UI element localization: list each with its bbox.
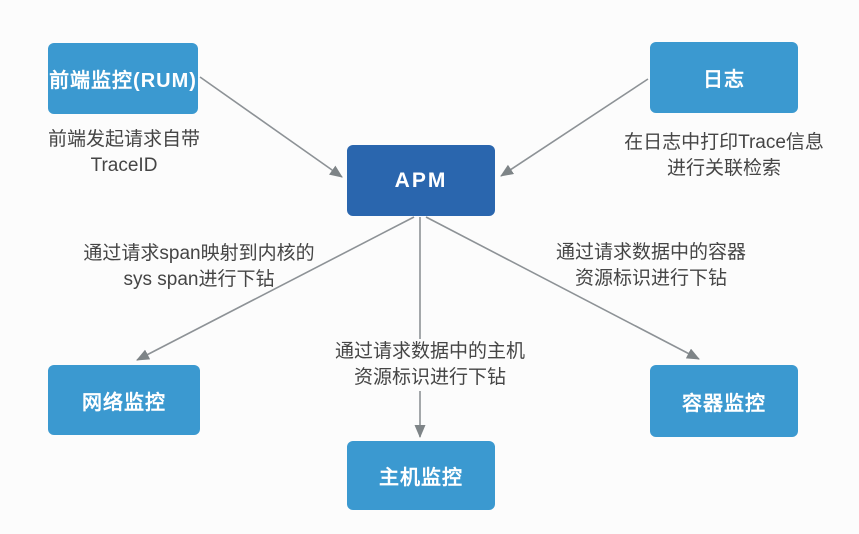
node-container-monitor-label: 容器监控	[682, 392, 766, 415]
arrow-log-to-apm	[500, 78, 649, 177]
node-log-label: 日志	[703, 69, 745, 91]
note-rum-traceid: 前端发起请求自带 TraceID	[14, 127, 234, 179]
node-host-monitor-label: 主机监控	[379, 467, 463, 489]
note-container-drilldown: 通过请求数据中的容器 资源标识进行下钻	[526, 240, 776, 292]
note-log-trace-line1: 在日志中打印Trace信息	[624, 132, 824, 153]
arrow-apm-to-container	[425, 216, 700, 360]
note-container-drilldown-line2: 资源标识进行下钻	[574, 268, 727, 289]
note-host-drilldown: 通过请求数据中的主机 资源标识进行下钻	[320, 339, 540, 391]
note-host-drilldown-line2: 资源标识进行下钻	[353, 367, 506, 388]
note-host-drilldown-line1: 通过请求数据中的主机	[334, 341, 525, 362]
node-frontend-rum-label: 前端监控(RUM)	[49, 70, 197, 92]
note-rum-traceid-line1: 前端发起请求自带	[47, 129, 200, 150]
node-network-monitor: 网络监控	[48, 365, 200, 435]
note-rum-traceid-line2: TraceID	[90, 155, 158, 176]
arrow-rum-to-apm	[199, 76, 343, 178]
node-log: 日志	[650, 42, 798, 113]
note-network-drilldown-line1: 通过请求span映射到内核的	[83, 243, 315, 264]
node-host-monitor: 主机监控	[347, 441, 495, 510]
note-container-drilldown-line1: 通过请求数据中的容器	[555, 242, 746, 263]
node-container-monitor: 容器监控	[650, 365, 798, 437]
note-log-trace: 在日志中打印Trace信息 进行关联检索	[614, 130, 834, 182]
note-network-drilldown-line2: sys span进行下钻	[123, 269, 275, 290]
node-apm-label: APM	[394, 168, 448, 192]
note-network-drilldown: 通过请求span映射到内核的 sys span进行下钻	[74, 241, 324, 293]
note-log-trace-line2: 进行关联检索	[666, 158, 781, 179]
arrow-apm-to-network	[136, 216, 415, 361]
node-apm: APM	[347, 145, 495, 216]
node-frontend-rum: 前端监控(RUM)	[48, 43, 198, 114]
node-network-monitor-label: 网络监控	[82, 391, 166, 414]
